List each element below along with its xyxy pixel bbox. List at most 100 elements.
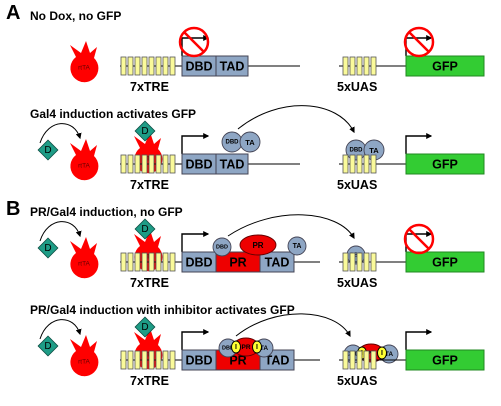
uas-site: [363, 350, 370, 370]
tad-box-label: TAD: [220, 60, 245, 74]
pr-box-label: PR: [229, 256, 246, 270]
uas-site: [363, 56, 370, 76]
tre-site: [148, 252, 155, 272]
tre-site: [141, 252, 148, 272]
uas-site: [349, 56, 356, 76]
dbd-protein-label: DBD: [350, 253, 362, 259]
tre-site: [162, 350, 169, 370]
uas-site: [356, 252, 363, 272]
dbd-protein-label: DBD: [222, 346, 234, 352]
uas-site: [363, 154, 370, 174]
dox-label: D: [141, 322, 148, 333]
pr-protein-label: PR: [241, 344, 250, 351]
tre-label: 7xTRE: [130, 374, 169, 388]
uas-site: [342, 350, 349, 370]
tre-label: 7xTRE: [130, 178, 169, 192]
dbd-box-label: DBD: [185, 60, 212, 74]
tre-site: [127, 56, 134, 76]
uas-site: [349, 154, 356, 174]
dox-label: D: [44, 243, 51, 254]
dox-binding-arrow: [39, 123, 82, 144]
inhibitor-molecule: [377, 346, 387, 360]
panel-b-heading-1: PR/Gal4 induction, no GFP: [30, 205, 183, 219]
gfp-reporter: [405, 349, 485, 371]
uas-site: [370, 350, 377, 370]
ta-protein: [239, 131, 261, 153]
pr-protein: [239, 234, 277, 256]
rtta-protein: [70, 41, 99, 83]
tre-site: [148, 154, 155, 174]
ta-protein-label: TA: [369, 146, 379, 155]
tad-box-label: TAD: [265, 256, 290, 270]
pr-box-label: PR: [229, 354, 246, 368]
tre-site: [120, 154, 127, 174]
tre-site: [134, 56, 141, 76]
tre-site: [169, 154, 176, 174]
no-entry-slash: [408, 31, 430, 53]
dbd-protein: [212, 237, 232, 257]
rtta-label: rtTA: [142, 254, 154, 261]
dbd-protein-label: DBD: [226, 140, 240, 146]
rtta-label: rtTA: [78, 261, 90, 268]
panel-b-letter: B: [6, 198, 21, 220]
uas-site: [356, 56, 363, 76]
tre-site: [155, 252, 162, 272]
uas-site: [342, 56, 349, 76]
uas-site: [356, 350, 363, 370]
rtta-label: rtTA: [142, 156, 154, 163]
tre-site: [120, 350, 127, 370]
tad-box: [215, 55, 249, 77]
dbd-protein-label: DBD: [216, 245, 228, 251]
uas-site: [342, 252, 349, 272]
uas-site: [370, 56, 377, 76]
tre-site: [120, 252, 127, 272]
rtta-protein: [134, 230, 163, 272]
promoter-arrow-icon: [181, 133, 210, 154]
dbd-box-label: DBD: [185, 158, 212, 172]
tre-site: [141, 56, 148, 76]
no-entry-slash: [183, 31, 205, 53]
tre-site: [134, 252, 141, 272]
tre-site: [148, 56, 155, 76]
tre-site: [155, 154, 162, 174]
uas-site: [363, 252, 370, 272]
doxycycline-molecule: [134, 120, 156, 142]
dox-label: D: [141, 224, 148, 235]
dbd-translocation-arrow: [227, 214, 355, 240]
dox-label: D: [44, 341, 51, 352]
panel-a-heading-1: No Dox, no GFP: [30, 9, 122, 23]
gfp-reporter: [405, 251, 485, 273]
tad-box-label: TAD: [265, 354, 290, 368]
uas-site: [370, 154, 377, 174]
tad-box: [259, 251, 295, 273]
panel-a-heading-2: Gal4 induction activates GFP: [30, 107, 197, 121]
tre-site: [169, 350, 176, 370]
rtta-protein: [70, 139, 99, 181]
no-entry-icon: [403, 26, 435, 58]
uas-label: 5xUAS: [337, 374, 378, 388]
promoter-arrow-icon: [181, 329, 210, 350]
ta-protein-label: TA: [293, 243, 302, 250]
rtta-label: rtTA: [78, 65, 90, 72]
gfp-label: GFP: [432, 354, 458, 368]
promoter-arrow-icon: [181, 231, 210, 252]
tre-site: [120, 56, 127, 76]
rtta-label: rtTA: [142, 352, 154, 359]
doxycycline-molecule: [37, 237, 59, 259]
ta-protein-label: TA: [385, 351, 393, 358]
gfp-label: GFP: [432, 158, 458, 172]
doxycycline-molecule: [134, 218, 156, 240]
tre-site: [169, 56, 176, 76]
panel-b-heading-2: PR/Gal4 induction with inhibitor activat…: [30, 303, 295, 317]
rtta-label: rtTA: [78, 163, 90, 170]
tad-box: [215, 153, 249, 175]
gfp-label: GFP: [432, 256, 458, 270]
uas-site: [342, 154, 349, 174]
tre-site: [155, 350, 162, 370]
promoter-arrow-icon: [405, 133, 433, 154]
tre-site: [162, 154, 169, 174]
gal4-translocation-arrow: [237, 105, 355, 134]
rtta-protein: [134, 132, 163, 174]
dox-label: D: [141, 126, 148, 137]
promoter-arrow-icon: [405, 329, 433, 350]
